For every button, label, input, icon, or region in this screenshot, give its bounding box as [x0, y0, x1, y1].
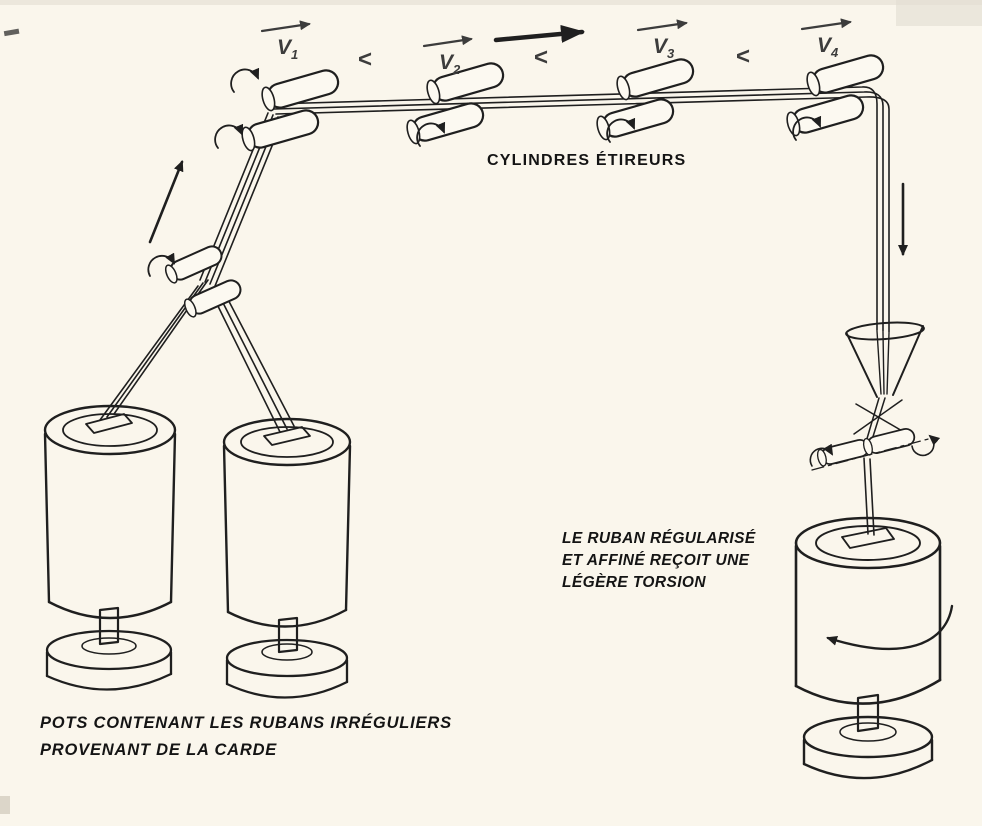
vector-arrow-icon: [636, 19, 688, 32]
vector-arrow-icon: [800, 18, 852, 31]
pot-base-right: [802, 693, 934, 780]
sliver-to-drafting: [199, 112, 284, 287]
pot-right: [794, 516, 942, 705]
pot-spindle: [277, 616, 299, 654]
caption-pots-line-1: POTS CONTENANT LES RUBANS IRRÉGULIERS: [40, 713, 452, 732]
rotation-arrow-delivery-right: [911, 434, 941, 457]
pot-base-left-1: [45, 606, 173, 691]
speed-label-v3: V3: [653, 35, 675, 61]
inequality-sign-3: <: [736, 43, 750, 70]
speed-label-v1: V1: [277, 36, 298, 62]
label-v4: V4: [800, 18, 852, 60]
inequality-sign-1: <: [358, 46, 372, 73]
rotation-arrow-delivery-left: [809, 443, 834, 467]
caption-ruban-line-3: LÉGÈRE TORSION: [562, 574, 706, 591]
pot-rotation-arrow: [826, 604, 954, 651]
sliver-cross: [853, 399, 905, 435]
label-v3: V3: [636, 19, 688, 61]
inequality-sign-2: <: [534, 44, 548, 71]
vector-arrow-icon: [260, 20, 311, 33]
pot-slot: [841, 527, 895, 549]
pot-spindle: [98, 606, 120, 646]
sliver-from-pot-2: [211, 287, 295, 433]
up-arrow: [148, 160, 184, 244]
sliver-into-pot: [863, 457, 875, 536]
sliver-drafting-run: [272, 86, 890, 333]
label-v2: V2: [422, 35, 473, 77]
ink-speck: [3, 28, 20, 37]
rotation-arrows-drafting: [214, 67, 822, 149]
caption-ruban: LE RUBAN RÉGULARISÉ ET AFFINÉ REÇOIT UNE…: [562, 530, 756, 591]
scan-edge: [0, 0, 982, 5]
rotation-arrow-feed: [147, 252, 175, 277]
label-v1: V1: [260, 20, 311, 62]
sliver-into-rollers: [865, 397, 886, 444]
caption-cylindres-etireurs: CYLINDRES ÉTIREURS: [487, 150, 686, 169]
pot-spindle: [856, 693, 880, 733]
speed-label-v4: V4: [817, 34, 839, 60]
caption-ruban-line-2: ET AFFINÉ REÇOIT UNE: [562, 552, 750, 569]
pot-slot: [85, 413, 133, 434]
caption-ruban-line-1: LE RUBAN RÉGULARISÉ: [562, 530, 756, 547]
pot-left-2: [222, 417, 352, 628]
speed-label-v2: V2: [439, 51, 461, 77]
roller-axis-line: [811, 437, 933, 471]
caption-pots: POTS CONTENANT LES RUBANS IRRÉGULIERS PR…: [40, 713, 452, 759]
speed-labels: V1 < V2 < V3 < V4: [260, 18, 852, 77]
direction-arrow-right: [493, 24, 585, 43]
vector-arrow-icon: [422, 35, 473, 48]
condenser-funnel: [845, 321, 925, 398]
pot-base-left-2: [225, 616, 349, 699]
scan-corner: [0, 796, 10, 814]
pot-slot: [263, 426, 311, 446]
caption-pots-line-2: PROVENANT DE LA CARDE: [40, 741, 277, 759]
